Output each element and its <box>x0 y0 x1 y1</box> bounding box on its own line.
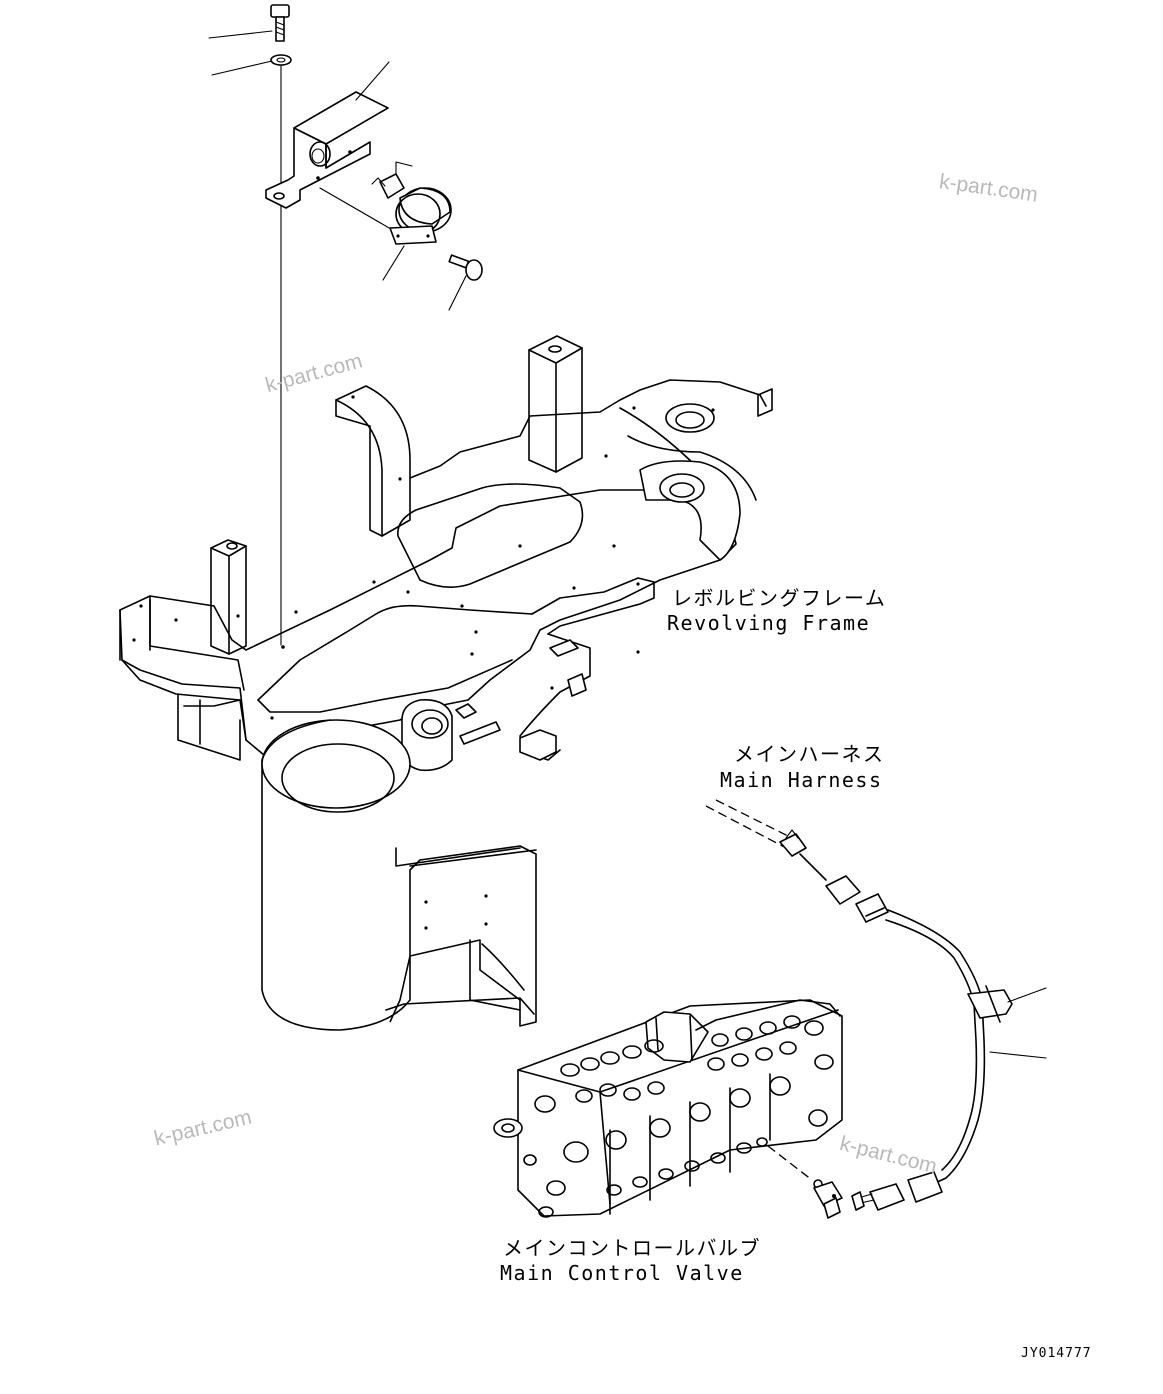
main-control-valve-label-jp: メインコントロールバルブ <box>503 1236 761 1260</box>
revolving-frame-label-jp: レボルビングフレーム <box>672 586 887 610</box>
main-harness <box>705 799 1047 1203</box>
main-harness-label-jp: メインハーネス <box>734 742 885 766</box>
alarm-buzzer <box>319 161 452 281</box>
revolving-frame <box>119 335 773 1031</box>
alarm-bracket <box>265 61 390 209</box>
drawing-code: JY014777 <box>1021 1346 1092 1361</box>
washer <box>211 54 292 76</box>
main-harness-label-en: Main Harness <box>720 768 883 792</box>
pressure-sensor <box>813 1181 843 1219</box>
mounting-bolt <box>208 4 290 42</box>
main-control-valve <box>493 999 843 1218</box>
main-control-valve-label-en: Main Control Valve <box>500 1261 744 1285</box>
revolving-frame-label-en: Revolving Frame <box>667 611 871 635</box>
buzzer-bolt <box>448 254 483 311</box>
sensor-connector <box>851 1183 905 1211</box>
